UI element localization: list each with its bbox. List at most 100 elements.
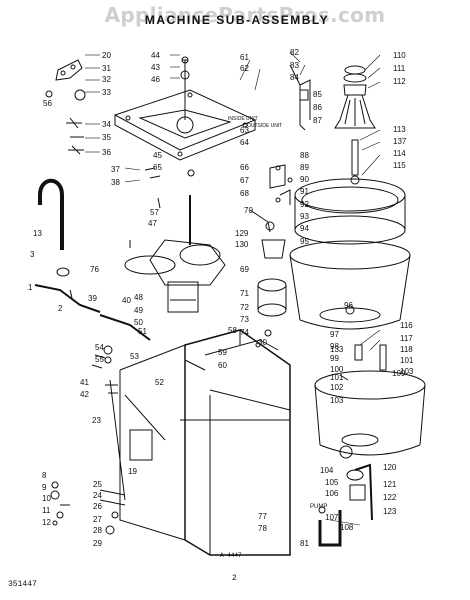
- callout-1: 1: [28, 283, 33, 292]
- callout-95: 95: [300, 237, 309, 246]
- outer-tub: [314, 344, 426, 456]
- callout-69: 69: [240, 265, 249, 274]
- callout-26: 26: [93, 502, 102, 511]
- callout-82: 82: [290, 48, 299, 57]
- callout-111: 111: [393, 64, 406, 73]
- callout-137: 137: [393, 137, 407, 146]
- callout-60: 60: [218, 361, 227, 370]
- footer-code: 351447: [8, 580, 37, 589]
- callout-81: 81: [300, 539, 309, 548]
- cabinet-parts: [50, 345, 153, 535]
- callout-56: 56: [43, 99, 52, 108]
- callout-67: 67: [240, 176, 249, 185]
- callout-72: 72: [240, 303, 249, 312]
- callout-28: 28: [93, 526, 102, 535]
- callout-89: 89: [300, 163, 309, 172]
- callout-63: 63: [240, 126, 249, 135]
- drive-motor: [255, 239, 287, 348]
- watermark: AppliancePartsPros.com: [104, 3, 386, 27]
- callout-116: 116: [400, 321, 413, 330]
- cabinet: [109, 329, 291, 556]
- callout-93: 93: [300, 212, 309, 221]
- callout-129: 129: [235, 229, 249, 238]
- callout-118: 118: [400, 345, 413, 354]
- callout-88: 88: [300, 151, 309, 160]
- callout-42: 42: [80, 390, 89, 399]
- callout-74: 74: [240, 328, 249, 337]
- callout-101b: 101: [330, 373, 344, 382]
- suspension-bracket: [249, 64, 311, 233]
- callout-40: 40: [122, 296, 131, 305]
- drain-hose: [38, 178, 70, 277]
- callout-45: 45: [153, 151, 162, 160]
- callout-71: 71: [240, 289, 249, 298]
- callout-102: 102: [330, 383, 344, 392]
- callout-48: 48: [134, 293, 143, 302]
- callout-8: 8: [42, 471, 47, 480]
- callout-27: 27: [93, 515, 102, 524]
- callout-58: 58: [228, 326, 237, 335]
- callout-90: 90: [300, 175, 309, 184]
- callout-34: 34: [102, 120, 111, 129]
- callout-64: 64: [240, 138, 249, 147]
- callout-122: 122: [383, 493, 397, 502]
- callout-30: 30: [258, 338, 267, 347]
- callout-52: 52: [155, 378, 164, 387]
- callout-121: 121: [383, 480, 397, 489]
- tub-ring: [294, 178, 406, 245]
- small-notes: INSIDE UNIT OUTSIDE UNIT PUMP: [228, 116, 327, 510]
- agitator: [334, 65, 376, 185]
- callout-62: 62: [240, 64, 249, 73]
- callout-66: 66: [240, 163, 249, 172]
- transmission-assembly: [124, 195, 226, 313]
- callout-35: 35: [102, 133, 111, 142]
- callout-96: 96: [344, 301, 353, 310]
- callout-100: 100: [330, 365, 344, 374]
- callout-labels: 20 31 32 33 56 34 35 36 37 38 57 44 43 4…: [28, 48, 414, 548]
- callout-83: 83: [290, 61, 299, 70]
- callout-39: 39: [88, 294, 97, 303]
- page-number: 2: [232, 574, 237, 583]
- callout-59: 59: [218, 348, 227, 357]
- callout-94: 94: [300, 224, 309, 233]
- callout-38: 38: [111, 178, 120, 187]
- callout-108: 108: [340, 523, 354, 532]
- callout-110: 110: [393, 51, 406, 60]
- callout-76: 76: [90, 265, 99, 274]
- spin-basket: [289, 240, 411, 330]
- callout-3: 3: [30, 250, 35, 259]
- callout-98: 98: [330, 342, 339, 351]
- leader-lines: [85, 51, 381, 526]
- callout-101: 101: [400, 356, 414, 365]
- callout-87: 87: [313, 116, 322, 125]
- callout-97: 97: [330, 330, 339, 339]
- callout-104: 104: [320, 466, 334, 475]
- callout-19: 19: [128, 467, 137, 476]
- callout-50: 50: [134, 318, 143, 327]
- callout-9: 9: [42, 483, 47, 492]
- callout-78: 78: [258, 524, 267, 533]
- callout-61: 61: [240, 53, 249, 62]
- callout-106: 106: [325, 489, 339, 498]
- callout-85: 85: [313, 90, 322, 99]
- callout-53: 53: [130, 352, 139, 361]
- callout-41: 41: [80, 378, 89, 387]
- callout-2: 2: [58, 304, 63, 313]
- callout-105: 105: [325, 478, 339, 487]
- callout-33: 33: [102, 88, 111, 97]
- transmission-plate: [113, 56, 257, 248]
- callout-123: 123: [383, 507, 397, 516]
- callout-117: 117: [400, 334, 413, 343]
- callout-31: 31: [102, 64, 111, 73]
- callout-114: 114: [393, 149, 406, 158]
- callout-10: 10: [42, 494, 51, 503]
- callout-120: 120: [383, 463, 397, 472]
- callout-49: 49: [134, 306, 143, 315]
- callout-112: 112: [393, 77, 406, 86]
- callout-55: 55: [95, 355, 104, 364]
- callout-73: 73: [240, 315, 249, 324]
- callout-29: 29: [93, 539, 102, 548]
- note-inside-unit: INSIDE UNIT: [228, 116, 258, 122]
- callout-57: 57: [150, 208, 159, 217]
